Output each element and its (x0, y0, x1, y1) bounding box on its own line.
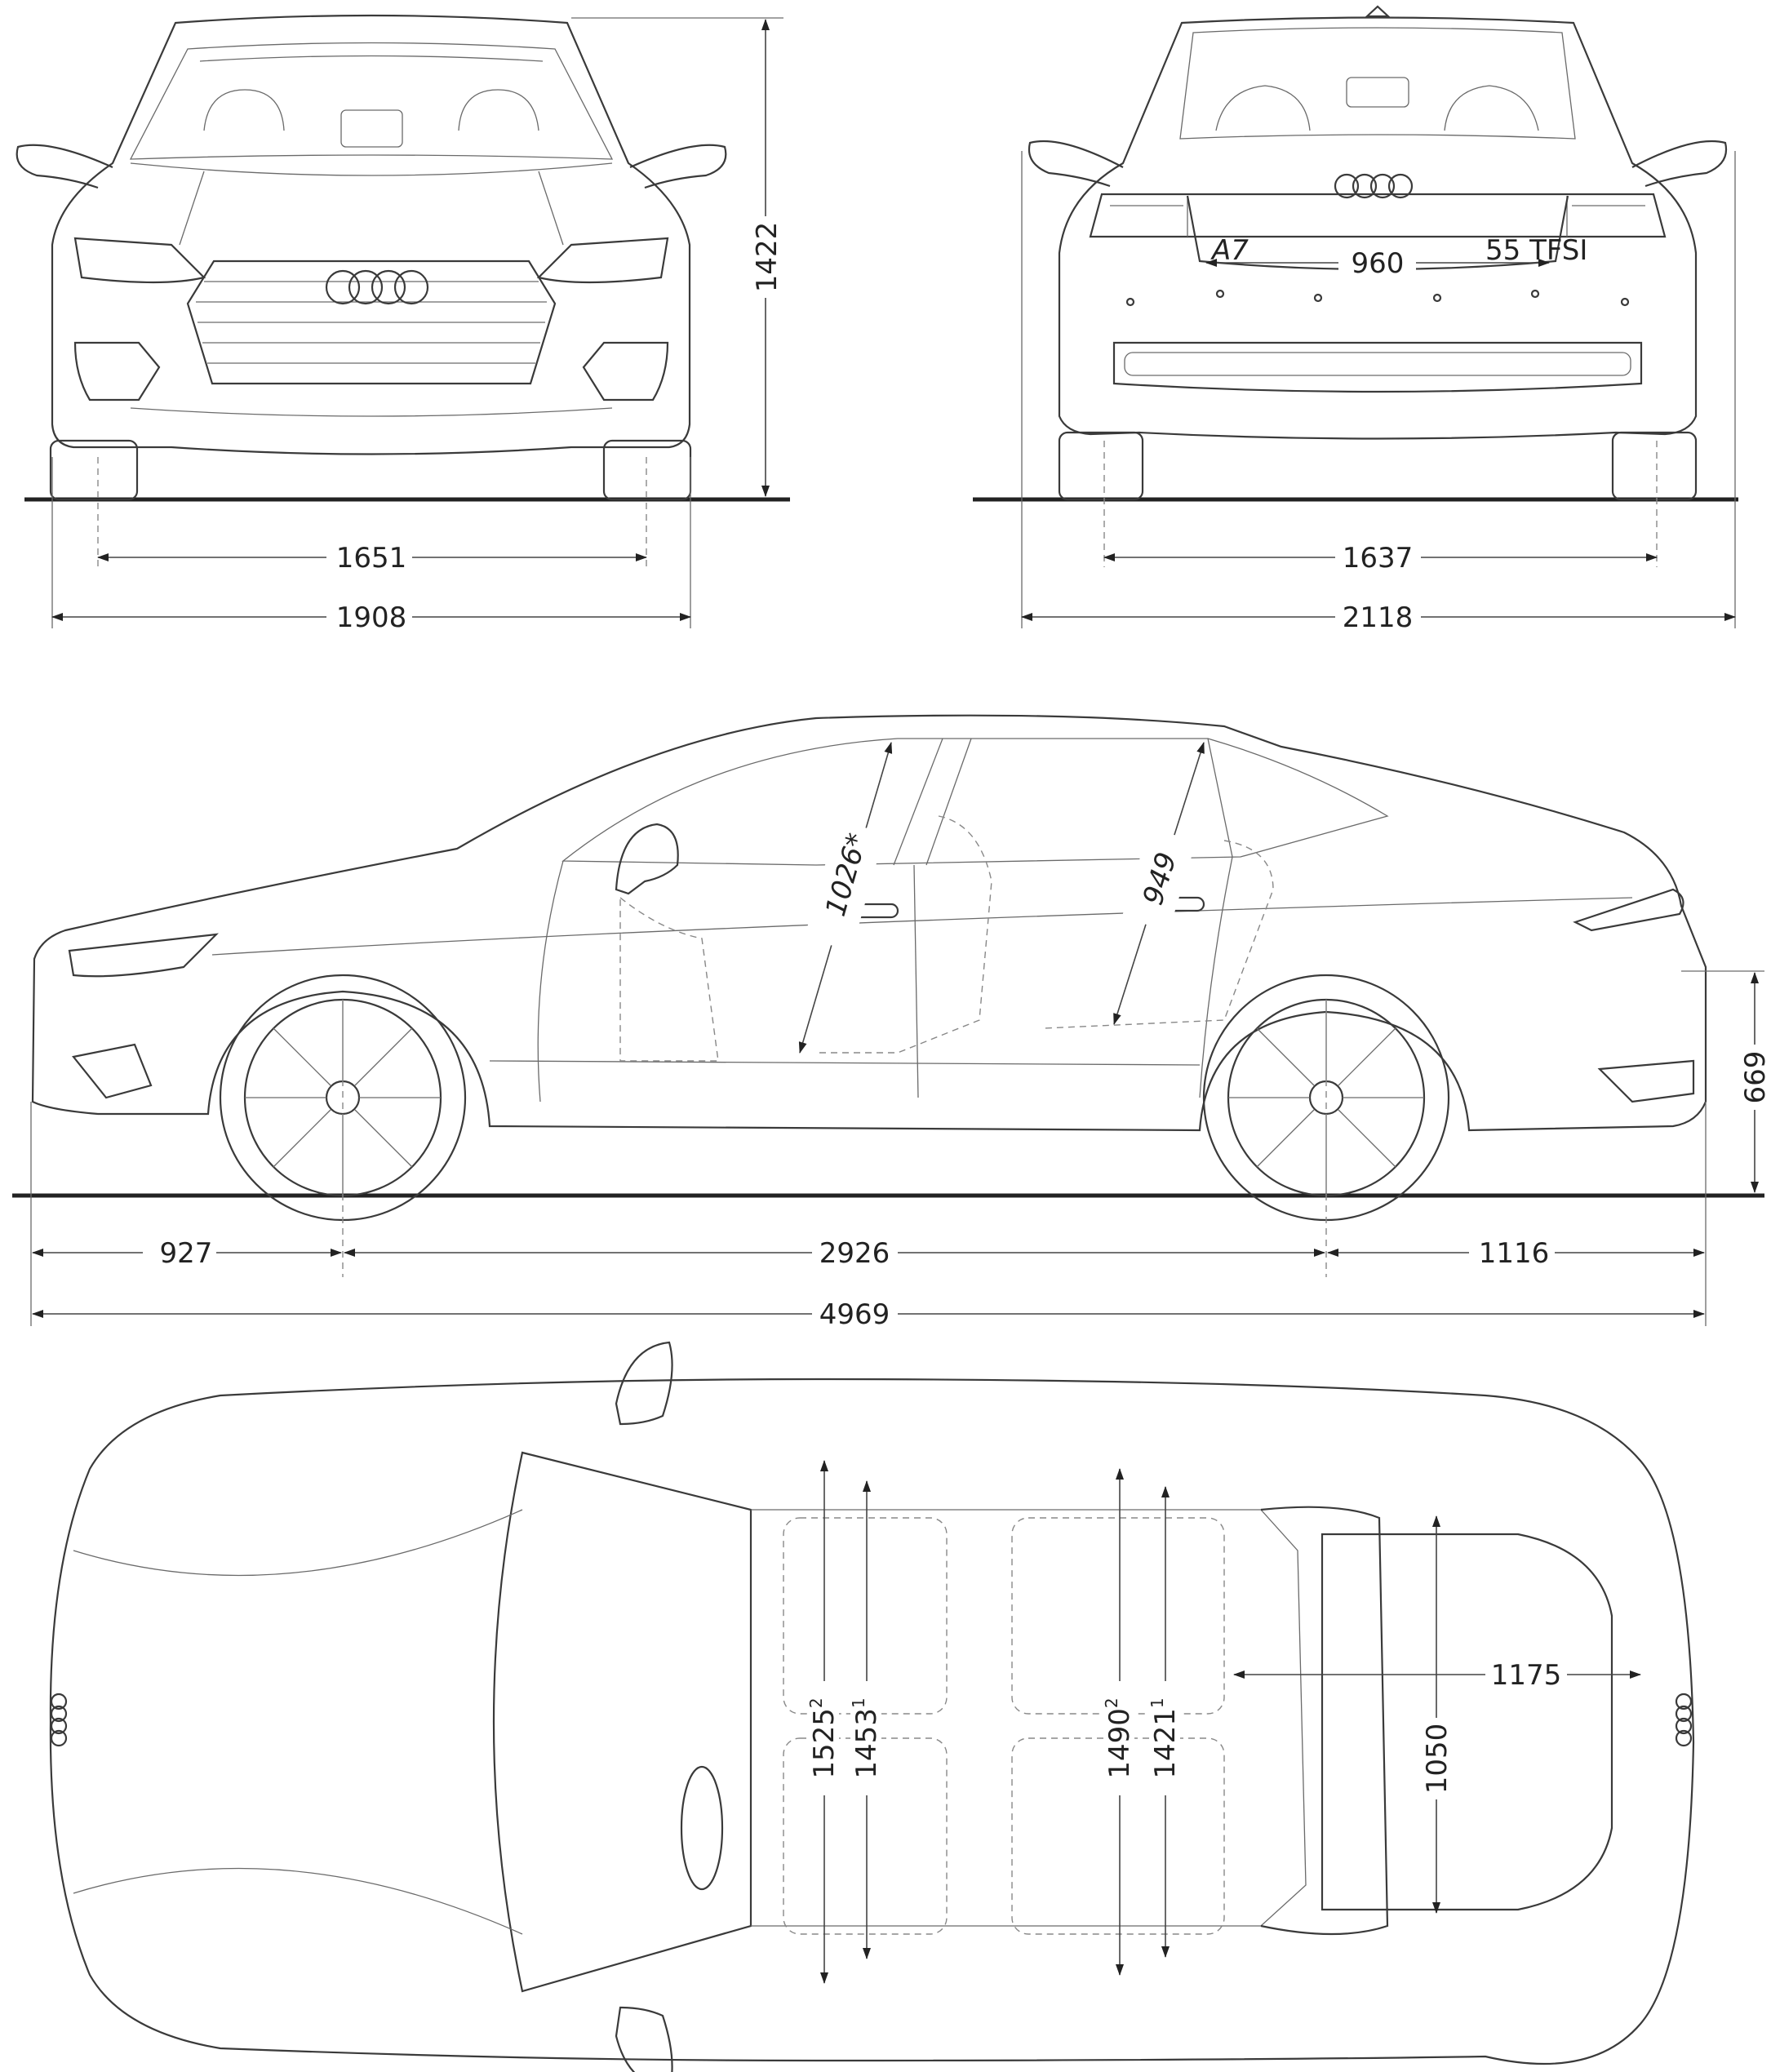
side-rear-diffuser (1597, 1059, 1695, 1103)
rear-parking-sensors (1125, 289, 1630, 307)
load-height-label: 669 (1739, 1051, 1771, 1104)
taillight-segments (1110, 196, 1645, 237)
trunk-width-label: 1050 (1421, 1724, 1454, 1795)
rear-elbow-label: 1421 (1149, 1708, 1182, 1779)
rear-shoulder-text: 14902 (1102, 1697, 1136, 1778)
front-windscreen-top (199, 55, 544, 62)
front-height-label: 1422 (751, 222, 783, 293)
wheelbase-label: 2926 (819, 1237, 890, 1270)
rear-antenna (1365, 5, 1391, 18)
hood-crease-bottom (73, 1867, 523, 1935)
front-overhang-label: 927 (160, 1237, 213, 1270)
front-shoulder-label: 1525 (808, 1708, 841, 1779)
hood-crease-left (179, 171, 205, 246)
front-door-leading-edge (537, 860, 564, 1103)
top-roof (751, 1509, 1307, 1927)
rear-seat-left (1215, 85, 1311, 131)
rear-view: A7 55 TFSI 960 1637 2118 (973, 5, 1738, 634)
front-windscreen (129, 42, 614, 160)
rear-right-tire (1611, 431, 1698, 501)
top-rear-window (1260, 1506, 1389, 1936)
hood-crease-right (538, 171, 564, 246)
side-body-outline (31, 714, 1707, 1132)
rear-engine-badge: 55 TFSI (1485, 234, 1587, 267)
side-front-intake (72, 1043, 153, 1099)
front-seat-back-ghost (816, 815, 992, 1054)
rear-right-mirror (1631, 140, 1728, 188)
top-view: 15252 14531 14902 14211 1175 1050 (49, 1341, 1695, 2072)
rear-overhang-label: 1116 (1479, 1237, 1550, 1270)
trunk-opening-label: 960 (1352, 247, 1405, 280)
hood-edge (130, 162, 613, 176)
b-pillar-rear (925, 738, 972, 866)
front-right-headlight (536, 237, 669, 284)
top-left-mirror (615, 1341, 673, 1426)
front-lower-lip (130, 407, 613, 417)
front-left-foglight (73, 341, 161, 402)
rear-track-label: 1637 (1343, 542, 1414, 575)
b-pillar-front (893, 738, 943, 866)
overall-length-label: 4969 (819, 1298, 890, 1331)
hood-crease-top (73, 1509, 523, 1577)
trunk-length-label: 1175 (1491, 1659, 1562, 1692)
rear-shoulder-sup: 2 (1102, 1697, 1121, 1708)
rear-seat-ghost (1044, 840, 1274, 1029)
front-elbow-text: 14531 (849, 1697, 883, 1778)
side-mirror (615, 823, 679, 895)
rear-window (1179, 27, 1576, 140)
top-right-mirror (615, 2006, 673, 2072)
front-shoulder-text: 15252 (806, 1697, 841, 1778)
rear-body-outline (1058, 16, 1698, 440)
rear-width-label: 2118 (1343, 601, 1414, 634)
front-left-headlight (73, 237, 206, 284)
c-pillar (1207, 738, 1233, 858)
top-rear-audi-rings-icon (1675, 1693, 1693, 1747)
front-left-mirror (16, 144, 113, 189)
side-taillight (1573, 888, 1684, 932)
front-body-outline (51, 14, 691, 455)
front-left-tire (49, 439, 139, 501)
shoulder-line (211, 897, 1633, 956)
front-shoulder-sup: 2 (806, 1697, 826, 1708)
rear-diffuser (1112, 341, 1643, 393)
front-seat-right (458, 89, 539, 131)
front-right-mirror (629, 144, 727, 189)
front-grille (186, 260, 557, 385)
front-width-label: 1908 (336, 601, 407, 634)
rear-seat-right (1444, 85, 1539, 131)
grille-bars (196, 281, 547, 364)
front-track-label: 1651 (336, 542, 407, 575)
side-headlight (68, 933, 219, 978)
rear-left-tire (1058, 431, 1144, 501)
rear-elbow-sup: 1 (1147, 1697, 1167, 1708)
side-sill-line (489, 1060, 1201, 1066)
rear-door-trailing-edge (1199, 856, 1233, 1098)
top-body-outline (49, 1378, 1695, 2065)
rear-exhaust-trim (1124, 352, 1631, 376)
front-seat-ghost (619, 896, 719, 1062)
front-right-foglight (582, 341, 669, 402)
front-mirror-interior (340, 109, 403, 148)
front-view: 1422 1651 1908 (16, 14, 790, 634)
door-split (913, 864, 919, 1098)
rear-model-badge: A7 (1210, 234, 1249, 267)
top-steering-wheel (680, 1765, 724, 1891)
rear-elbow-text: 14211 (1147, 1697, 1182, 1778)
rear-taillight-bar (1089, 193, 1667, 238)
rear-left-mirror (1028, 140, 1124, 188)
front-audi-rings-icon (325, 269, 429, 305)
front-elbow-sup: 1 (849, 1697, 868, 1708)
top-front-audi-rings-icon (50, 1693, 68, 1747)
side-window-outline (561, 738, 1389, 866)
front-elbow-label: 1453 (850, 1708, 883, 1779)
rear-shoulder-label: 1490 (1103, 1708, 1136, 1779)
side-view: 1026* 949 669 927 2926 1116 4969 (12, 714, 1771, 1331)
front-seat-left (203, 89, 285, 131)
rear-headrest-center (1346, 77, 1409, 108)
rear-audi-rings-icon (1334, 173, 1414, 199)
top-trunk (1320, 1533, 1613, 1911)
front-right-tire (602, 439, 692, 501)
top-windscreen (492, 1451, 752, 1993)
